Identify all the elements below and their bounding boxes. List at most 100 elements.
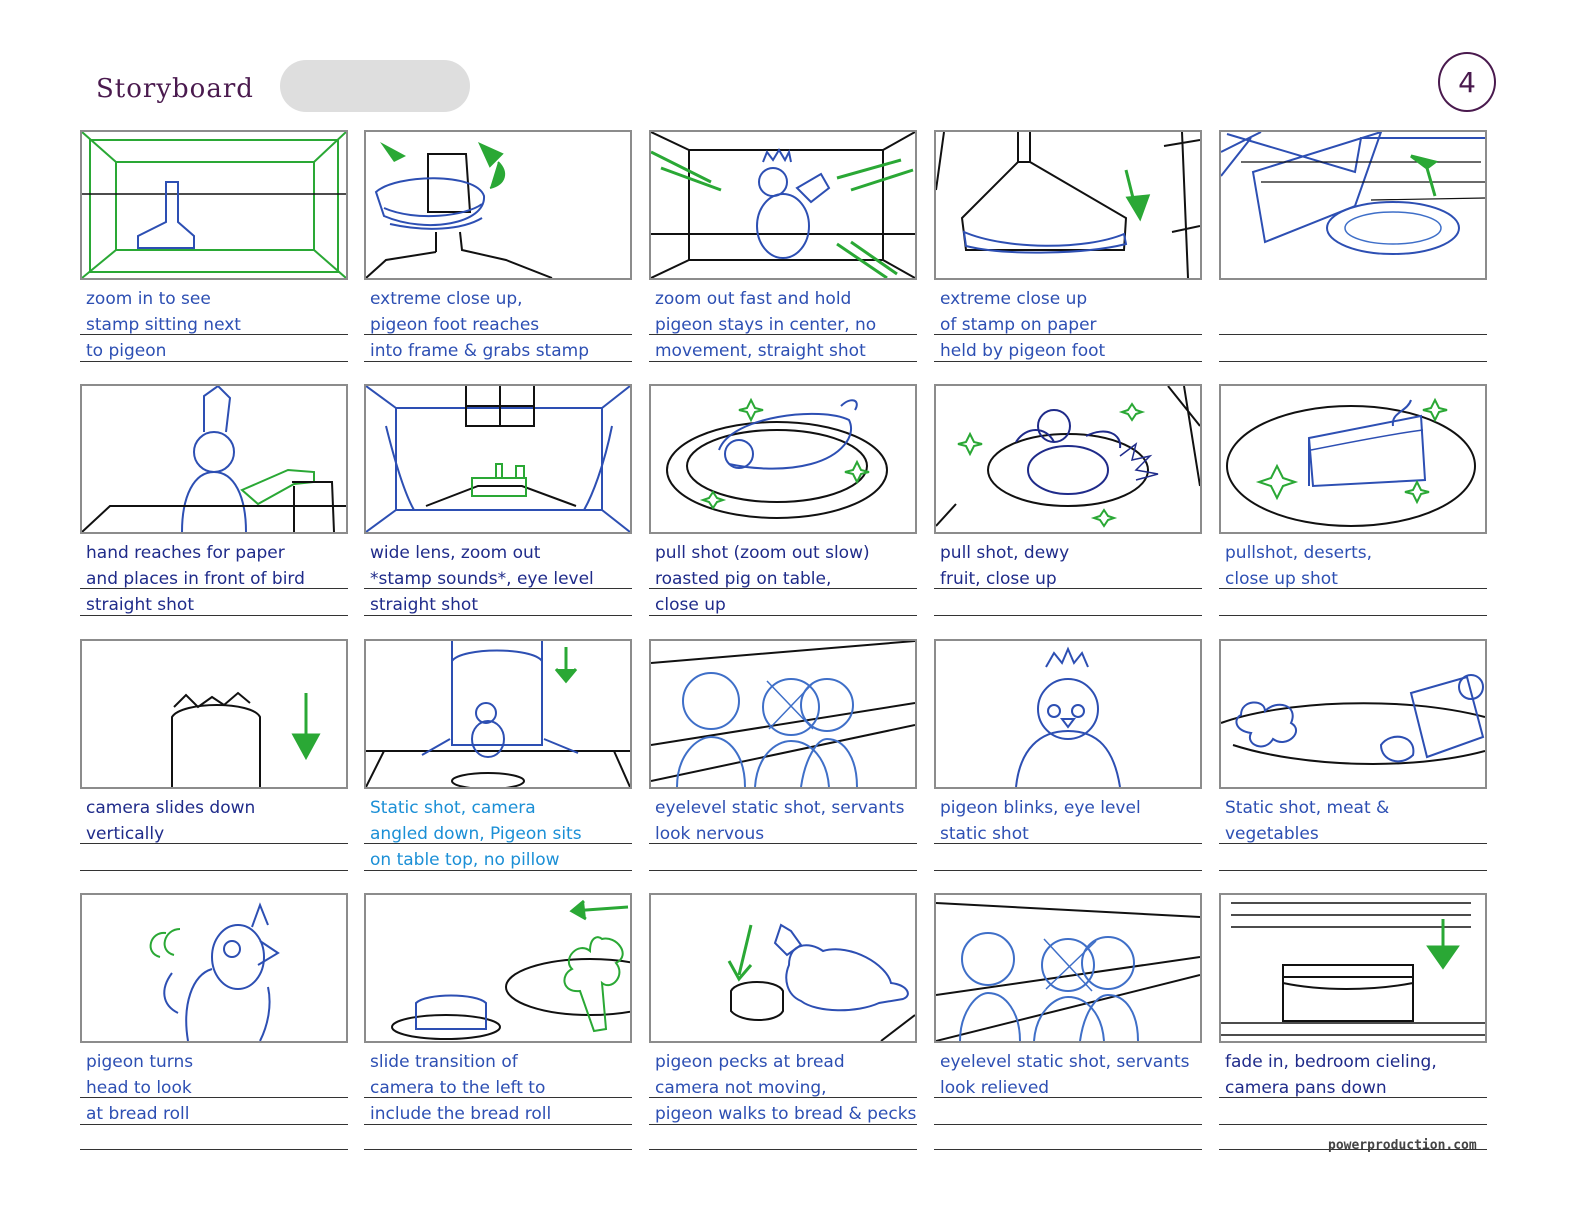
storyboard-panel: hand reaches for paper and places in fro… <box>80 384 348 641</box>
panel-caption: extreme close up, pigeon foot reaches in… <box>370 289 589 368</box>
storyboard-panel: eyelevel static shot, servants look reli… <box>934 893 1202 1150</box>
panel-caption: pull shot (zoom out slow) roasted pig on… <box>655 543 870 615</box>
caption-rule-line <box>649 361 917 362</box>
panel-sketch <box>82 132 346 278</box>
panel-sketch-frame <box>80 893 348 1043</box>
caption-rule-line <box>80 588 348 589</box>
panel-caption: pigeon pecks at bread camera not moving,… <box>655 1052 917 1131</box>
caption-rule-line <box>649 615 917 616</box>
caption-rule-line <box>649 1097 917 1098</box>
panel-caption <box>1225 286 1489 368</box>
footer-credit: powerproduction.com <box>1328 1138 1477 1153</box>
panel-sketch-frame <box>934 893 1202 1043</box>
storyboard-panel: pull shot (zoom out slow) roasted pig on… <box>649 384 917 641</box>
caption-rule-line <box>1219 615 1487 616</box>
storyboard-panel: wide lens, zoom out *stamp sounds*, eye … <box>364 384 632 641</box>
panel-caption: extreme close up of stamp on paper held … <box>940 289 1106 361</box>
caption-rule-line <box>934 843 1202 844</box>
panel-sketch <box>936 902 1200 1041</box>
storyboard-panel: slide transition of camera to the left t… <box>364 893 632 1150</box>
caption-rule-line <box>364 1124 632 1125</box>
caption-rule-line <box>80 870 348 871</box>
panel-sketch <box>1221 132 1485 255</box>
panel-sketch <box>149 902 280 1041</box>
storyboard-panel <box>1219 130 1487 387</box>
storyboard-panel: extreme close up of stamp on paper held … <box>934 130 1202 387</box>
panel-sketch <box>651 641 915 787</box>
panel-caption: pullshot, deserts, close up shot <box>1225 543 1372 589</box>
caption-rule-line <box>80 334 348 335</box>
caption-rule-line <box>934 334 1202 335</box>
panel-sketch-frame <box>364 893 632 1043</box>
storyboard-panel: pigeon turns head to look at bread roll <box>80 893 348 1150</box>
panel-sketch-frame <box>1219 130 1487 280</box>
caption-rule-line <box>649 1149 917 1150</box>
page-number-badge: 4 <box>1438 52 1496 112</box>
redaction-blur <box>280 60 470 112</box>
panel-caption: camera slides down vertically <box>86 798 256 844</box>
caption-rule-line <box>364 870 632 871</box>
panel-sketch <box>366 141 553 278</box>
caption-rule-line <box>80 843 348 844</box>
storyboard-panel: fade in, bedroom cieling, camera pans do… <box>1219 893 1487 1150</box>
caption-rule-line <box>80 361 348 362</box>
caption-rule-line <box>934 361 1202 362</box>
caption-rule-line <box>934 588 1202 589</box>
caption-rule-line <box>80 1149 348 1150</box>
panel-sketch <box>1221 902 1485 1036</box>
panel-caption: slide transition of camera to the left t… <box>370 1052 552 1124</box>
storyboard-panel: zoom out fast and hold pigeon stays in c… <box>649 130 917 387</box>
panel-sketch-frame <box>934 384 1202 534</box>
panel-sketch-frame <box>364 639 632 789</box>
caption-rule-line <box>934 870 1202 871</box>
panel-caption: pull shot, dewy fruit, close up <box>940 543 1070 589</box>
panel-sketch <box>936 132 1200 278</box>
panel-caption: zoom out fast and hold pigeon stays in c… <box>655 289 877 361</box>
caption-rule-line <box>934 615 1202 616</box>
panel-sketch-frame <box>649 639 917 789</box>
caption-rule-line <box>364 1097 632 1098</box>
caption-rule-line <box>80 1097 348 1098</box>
panel-sketch-frame <box>1219 384 1487 534</box>
panel-sketch <box>666 397 888 519</box>
panel-sketch-frame <box>80 130 348 280</box>
panel-sketch-frame <box>364 130 632 280</box>
caption-rule-line <box>364 334 632 335</box>
panel-caption: Static shot, camera angled down, Pigeon … <box>370 798 582 870</box>
panel-caption: zoom in to see stamp sitting next to pig… <box>86 289 241 361</box>
panel-sketch-frame <box>649 130 917 280</box>
panel-sketch <box>1226 397 1476 527</box>
storyboard-panel: extreme close up, pigeon foot reaches in… <box>364 130 632 387</box>
panel-caption: pigeon turns head to look at bread roll <box>86 1052 194 1124</box>
caption-rule-line <box>649 843 917 844</box>
panel-sketch <box>366 641 630 787</box>
caption-rule-line <box>1219 1097 1487 1098</box>
caption-rule-line <box>1219 870 1487 871</box>
caption-rule-line <box>1219 1149 1487 1150</box>
storyboard-panel: eyelevel static shot, servants look nerv… <box>649 639 917 896</box>
storyboard-panel: Static shot, meat & vegetables <box>1219 639 1487 896</box>
storyboard-panel: Static shot, camera angled down, Pigeon … <box>364 639 632 896</box>
caption-rule-line <box>1219 334 1487 335</box>
caption-rule-line <box>1219 1124 1487 1125</box>
storyboard-panel: pigeon pecks at bread camera not moving,… <box>649 893 917 1150</box>
storyboard-panel: camera slides down vertically <box>80 639 348 896</box>
caption-rule-line <box>364 1149 632 1150</box>
panel-sketch-frame <box>364 384 632 534</box>
caption-rule-line <box>364 361 632 362</box>
page-title: Storyboard <box>96 74 254 104</box>
panel-sketch <box>171 691 321 787</box>
caption-rule-line <box>934 1149 1202 1150</box>
caption-rule-line <box>364 588 632 589</box>
caption-rule-line <box>1219 843 1487 844</box>
panel-caption: wide lens, zoom out *stamp sounds*, eye … <box>370 543 594 615</box>
caption-rule-line <box>1219 361 1487 362</box>
panel-sketch-frame <box>80 639 348 789</box>
panel-sketch <box>651 132 915 278</box>
caption-rule-line <box>934 1097 1202 1098</box>
storyboard-panel: pullshot, deserts, close up shot <box>1219 384 1487 641</box>
panel-sketch <box>1221 674 1485 765</box>
caption-rule-line <box>364 615 632 616</box>
caption-rule-line <box>364 843 632 844</box>
